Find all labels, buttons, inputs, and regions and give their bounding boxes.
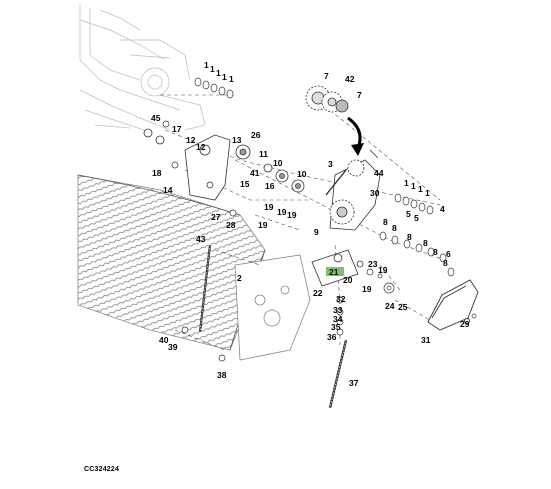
callout-11: 11 xyxy=(259,149,268,159)
callout-16: 16 xyxy=(265,181,275,191)
callout-7: 7 xyxy=(357,90,362,100)
callout-2: 2 xyxy=(237,273,242,283)
figure-code: CC324224 xyxy=(84,466,120,473)
callout-19: 19 xyxy=(362,284,372,294)
callout-41: 41 xyxy=(250,168,260,178)
callout-8: 8 xyxy=(383,217,388,227)
callout-36: 36 xyxy=(327,332,337,342)
callout-40: 40 xyxy=(159,335,169,345)
callout-38: 38 xyxy=(217,370,227,380)
rotor-drum xyxy=(77,174,311,361)
callout-10: 10 xyxy=(273,158,283,168)
callout-19: 19 xyxy=(277,207,287,217)
callout-8: 8 xyxy=(423,238,428,248)
callout-14: 14 xyxy=(163,185,173,195)
callout-17: 17 xyxy=(172,124,182,134)
callout-43: 43 xyxy=(196,234,206,244)
callout-12: 12 xyxy=(186,135,196,145)
callout-1: 1 xyxy=(411,181,416,191)
callout-27: 27 xyxy=(211,212,221,222)
callout-39: 39 xyxy=(168,342,178,352)
callout-5: 5 xyxy=(414,213,419,223)
callout-5: 5 xyxy=(406,209,411,219)
callout-1: 1 xyxy=(404,178,409,188)
callout-1: 1 xyxy=(229,74,234,84)
gearbox-assembly xyxy=(325,149,381,231)
callout-1: 1 xyxy=(418,184,423,194)
washers-row-right xyxy=(379,193,455,277)
callout-8: 8 xyxy=(443,258,448,268)
shafts xyxy=(198,244,348,409)
small-parts xyxy=(336,268,395,336)
arm-bracket xyxy=(184,134,231,201)
callout-19: 19 xyxy=(378,265,388,275)
callout-12: 12 xyxy=(196,142,206,152)
callout-3: 3 xyxy=(328,159,333,169)
callout-1: 1 xyxy=(222,72,227,82)
callout-13: 13 xyxy=(232,135,242,145)
callout-10: 10 xyxy=(297,169,307,179)
callout-28: 28 xyxy=(226,220,236,230)
callout-19: 19 xyxy=(258,220,268,230)
callout-8: 8 xyxy=(407,232,412,242)
callout-labels: 1 1 1 1 1 1 1 1 1 2 3 4 5 5 6 7 7 8 8 8 … xyxy=(151,60,470,388)
callout-1: 1 xyxy=(210,64,215,74)
callout-19: 19 xyxy=(264,202,274,212)
callout-32: 32 xyxy=(336,294,346,304)
callout-34: 34 xyxy=(333,314,343,324)
callout-33: 33 xyxy=(333,305,343,315)
callout-35: 35 xyxy=(331,322,341,332)
callout-29: 29 xyxy=(460,319,470,329)
callout-19: 19 xyxy=(287,210,297,220)
callout-44: 44 xyxy=(374,168,384,178)
callout-25: 25 xyxy=(398,302,408,312)
callout-18: 18 xyxy=(152,168,162,178)
callout-15: 15 xyxy=(240,179,250,189)
callout-22: 22 xyxy=(313,288,323,298)
callout-1: 1 xyxy=(216,68,221,78)
bolts xyxy=(162,120,477,362)
callout-37: 37 xyxy=(349,378,359,388)
mounting-plate xyxy=(311,249,364,287)
callout-7: 7 xyxy=(324,71,329,81)
machine-frame-sketch xyxy=(79,5,206,133)
callout-1: 1 xyxy=(204,60,209,70)
callout-24: 24 xyxy=(385,301,395,311)
washers-row-top xyxy=(194,77,234,99)
callout-31: 31 xyxy=(421,335,431,345)
callout-42: 42 xyxy=(345,74,355,84)
callout-8: 8 xyxy=(392,223,397,233)
callout-30: 30 xyxy=(370,188,380,198)
callout-23: 23 xyxy=(368,259,378,269)
callout-6: 6 xyxy=(446,249,451,259)
callout-26: 26 xyxy=(251,130,261,140)
callout-21: 21 xyxy=(329,267,339,277)
callout-45: 45 xyxy=(151,113,161,123)
bearings xyxy=(143,128,305,193)
callout-4: 4 xyxy=(440,204,445,214)
callout-1: 1 xyxy=(425,188,430,198)
callout-20: 20 xyxy=(343,275,353,285)
curved-arrow xyxy=(347,116,364,156)
callout-9: 9 xyxy=(314,227,319,237)
drive-gears xyxy=(305,85,349,113)
callout-8: 8 xyxy=(433,247,438,257)
shield-cover xyxy=(427,279,479,331)
